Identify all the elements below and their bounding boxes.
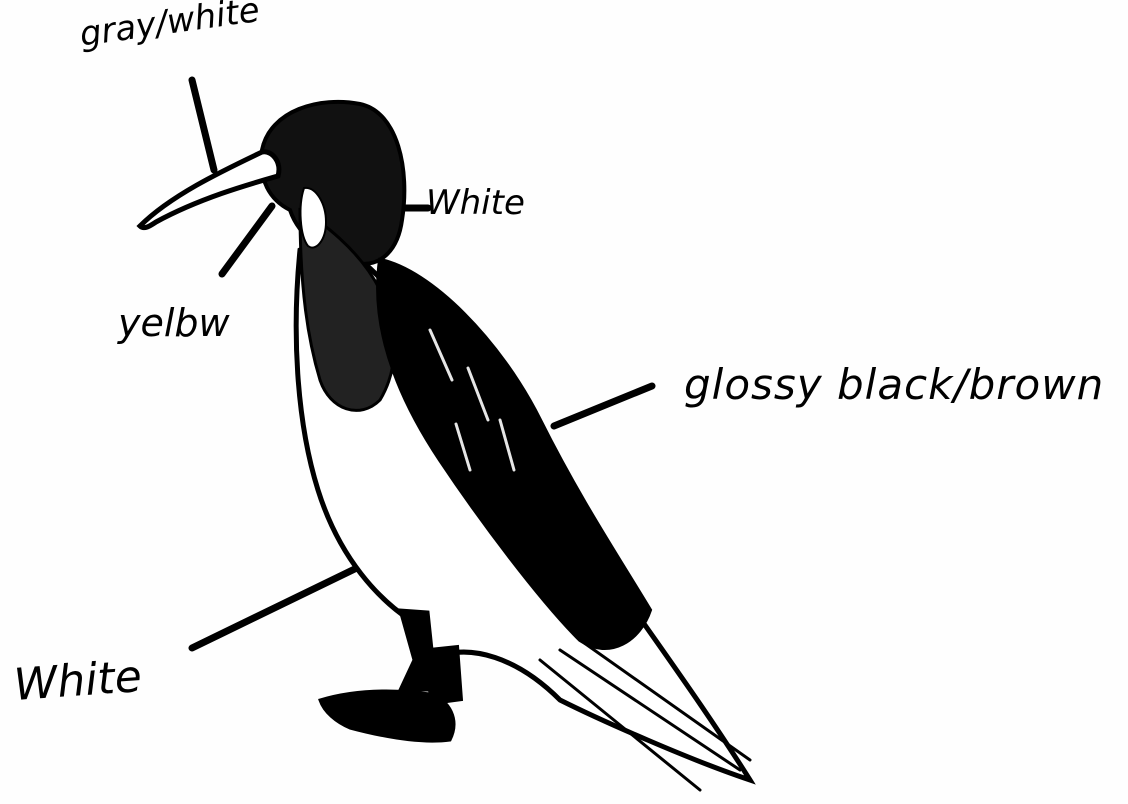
leader-line-beak [192, 80, 214, 170]
label-head-white: White [426, 186, 525, 220]
label-face-yellow: yelbw [118, 304, 230, 342]
leader-line-glossy [554, 386, 652, 426]
label-wing-glossy: glossy black/brown [684, 364, 1104, 406]
leader-line-yellow [222, 206, 272, 274]
label-belly-white: White [12, 655, 143, 708]
